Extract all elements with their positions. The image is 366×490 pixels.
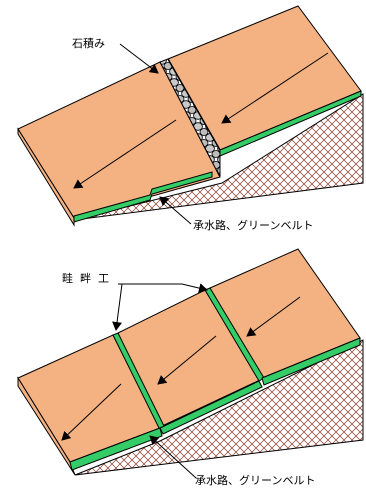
label-stone-wall: 石積み bbox=[72, 36, 105, 50]
bottom-figure: 畦畔工 承水路、グリーンベルト bbox=[17, 248, 364, 487]
top-figure: 石積み 承水路、グリーンベルト bbox=[17, 5, 364, 232]
label-drain-bottom: 承水路、グリーンベルト bbox=[195, 473, 315, 487]
bottom-flow-arrow-2 bbox=[157, 335, 217, 385]
top-lower-slab-edge bbox=[17, 127, 75, 227]
label-levee: 畦畔工 bbox=[62, 272, 116, 285]
top-lower-green-belt bbox=[73, 171, 213, 223]
bottom-green-belt-2 bbox=[159, 380, 263, 435]
top-upper-green-belt bbox=[219, 90, 362, 157]
bottom-terrace-1-edge bbox=[17, 376, 76, 476]
bottom-green-belt-1 bbox=[69, 427, 163, 471]
bottom-flow-arrow-1 bbox=[246, 296, 301, 337]
bottom-soil-section bbox=[74, 339, 364, 476]
top-soil-section bbox=[73, 93, 364, 221]
top-flow-arrow-upper bbox=[221, 52, 329, 124]
bottom-flow-arrow-3 bbox=[61, 383, 122, 441]
bottom-green-belt-3 bbox=[261, 337, 361, 386]
top-flow-arrow-lower bbox=[73, 119, 177, 189]
label-drain-top: 承水路、グリーンベルト bbox=[193, 218, 313, 232]
